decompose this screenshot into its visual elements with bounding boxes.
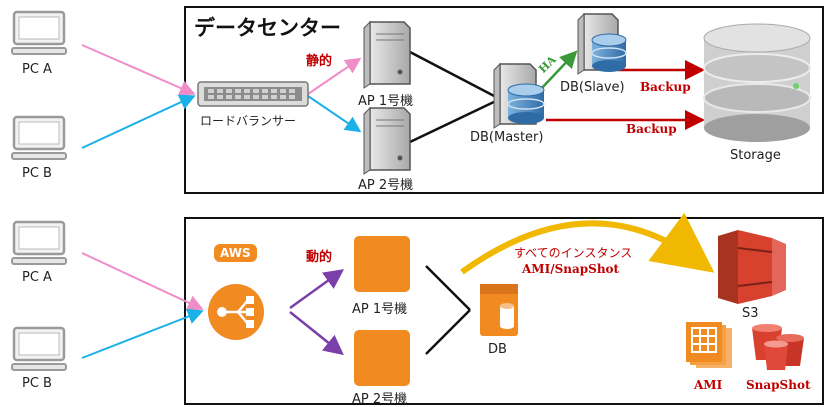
ap1-label: AP 1号機 — [358, 94, 414, 109]
pc-b-label: PC B — [22, 166, 52, 181]
snapshot-arc — [460, 212, 715, 275]
static-label: 静的 — [306, 54, 333, 69]
ap2-label: AP 2号機 — [352, 392, 408, 407]
ap2-label: AP 2号機 — [358, 178, 414, 193]
pc-icon — [11, 10, 67, 55]
s3-label: S3 — [742, 306, 759, 321]
database-icon — [591, 33, 627, 72]
storage-icon — [703, 23, 811, 142]
elb-to-ap1-line — [289, 269, 345, 310]
database-icon — [480, 284, 518, 336]
ec2-icon — [354, 330, 410, 386]
ami-icon — [686, 322, 732, 368]
pc-icon — [11, 220, 67, 265]
ap2-to-db-line — [409, 98, 499, 144]
db-label: DB — [488, 342, 507, 357]
elb-icon — [208, 284, 264, 340]
ap1-to-db-line — [409, 50, 499, 100]
snapshot-icon — [752, 324, 804, 370]
lb-to-ap1-line — [307, 57, 362, 95]
snapshot-caption-2: AMI/SnapShot — [522, 262, 620, 276]
db-master-label: DB(Master) — [470, 130, 544, 145]
pc-a-to-elb-line — [81, 252, 204, 311]
ha-arrow — [525, 50, 578, 106]
backup-label-1: Backup — [640, 80, 691, 94]
pc-b-to-elb-line — [81, 308, 204, 359]
db-slave-label: DB(Slave) — [560, 80, 625, 95]
ec2-1-to-db-line — [425, 265, 471, 311]
server-icon — [363, 20, 411, 89]
ap1-label: AP 1号機 — [352, 302, 408, 317]
storage-label: Storage — [730, 148, 781, 163]
aws-logo-badge: AWS — [214, 244, 257, 262]
database-icon — [507, 83, 545, 124]
server-icon — [363, 106, 411, 175]
load-balancer-label: ロードバランサー — [200, 114, 297, 128]
load-balancer-icon — [197, 81, 309, 107]
pc-a-label: PC A — [22, 270, 52, 285]
pc-icon — [11, 326, 67, 371]
pc-b-to-lb-line — [81, 94, 196, 149]
pc-icon — [11, 115, 67, 160]
elb-to-ap2-line — [289, 311, 344, 356]
pc-a-to-lb-line — [81, 44, 196, 96]
backup-label-2: Backup — [626, 122, 677, 136]
pc-b-label: PC B — [22, 376, 52, 391]
s3-icon — [718, 230, 786, 304]
ec2-2-to-db-line — [425, 309, 471, 355]
snapshot-label: SnapShot — [746, 378, 811, 392]
pc-a-label: PC A — [22, 62, 52, 77]
ami-label: AMI — [694, 378, 723, 392]
datacenter-title: データセンター — [194, 16, 341, 40]
dynamic-label: 動的 — [306, 250, 333, 265]
snapshot-caption-1: すべてのインスタンス — [514, 246, 633, 260]
lb-to-ap2-line — [307, 95, 362, 133]
ec2-icon — [354, 236, 410, 292]
